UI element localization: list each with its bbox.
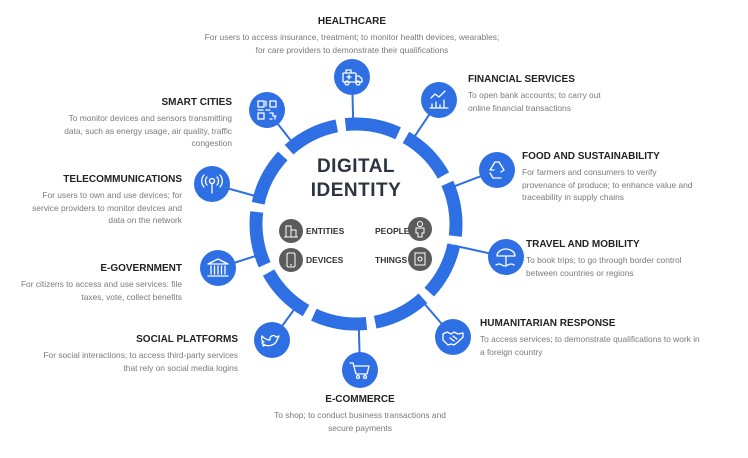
description-line: for care providers to demonstrate their … xyxy=(255,44,449,55)
beach-umbrella-icon xyxy=(488,239,524,275)
description-line: To book trips; to go through border cont… xyxy=(526,255,682,265)
sector-description: To access services; to demonstrate quali… xyxy=(480,333,700,358)
building-icon xyxy=(279,219,303,243)
sector-title: E-COMMERCE xyxy=(325,394,395,405)
entity-label-devices: DEVICES xyxy=(306,255,344,265)
entity-label-things: THINGS xyxy=(375,255,408,265)
bird-icon xyxy=(254,322,290,358)
entity-label-people: PEOPLE xyxy=(375,226,410,236)
center-title: DIGITAL IDENTITY xyxy=(311,155,402,203)
description-line: taxes, vote, collect benefits xyxy=(81,291,182,302)
sector-description: To shop; to conduct business transaction… xyxy=(274,409,446,434)
sector-title: HEALTHCARE xyxy=(317,16,387,27)
sector-description: For citizens to access and use services:… xyxy=(21,278,182,303)
description-line: For users to own and use devices; for xyxy=(42,190,182,200)
sector-healthcare: HEALTHCARE For users to access insurance,… xyxy=(205,16,500,56)
sector-description: To monitor devices and sensors transmitt… xyxy=(64,112,232,150)
chart-icon xyxy=(421,82,457,118)
sector-title: FINANCIAL SERVICES xyxy=(468,74,575,85)
description-line: data on the network xyxy=(108,215,182,226)
description-line: For social interactions; to access third… xyxy=(43,350,238,360)
shopping-cart-icon xyxy=(342,352,378,388)
description-line: traceability in supply chains xyxy=(522,192,624,203)
description-line: secure payments xyxy=(328,422,392,433)
sector-description: For users to own and use devices; for ser… xyxy=(32,189,182,227)
person-icon xyxy=(408,217,432,241)
description-line: data, such as energy usage, air quality,… xyxy=(64,125,232,136)
description-line: congestion xyxy=(191,138,232,149)
antenna-icon xyxy=(194,166,230,202)
description-line: For farmers and consumers to verify xyxy=(522,167,657,177)
sector-description: For farmers and consumers to verify prove… xyxy=(522,166,692,204)
description-line: service providers to monitor devices and xyxy=(32,202,182,213)
recycle-icon xyxy=(479,152,515,188)
description-line: that rely on social media logins xyxy=(123,362,238,373)
entity-label-entities: ENTITIES xyxy=(306,226,345,236)
smartphone-icon xyxy=(279,248,303,272)
description-line: To monitor devices and sensors transmitt… xyxy=(68,113,232,123)
sector-title: HUMANITARIAN RESPONSE xyxy=(480,318,616,329)
description-line: To open bank accounts; to carry out xyxy=(468,90,601,100)
sector-e-commerce: E-COMMERCE To shop; to conduct business t… xyxy=(274,394,446,434)
sector-smart-cities: SMART CITIES To monitor devices and senso… xyxy=(64,97,232,150)
description-line: a foreign country xyxy=(480,346,543,357)
qr-code-icon xyxy=(249,92,285,128)
sector-social-platforms: SOCIAL PLATFORMS For social interactions;… xyxy=(43,334,238,374)
sector-description: For users to access insurance, treatment… xyxy=(205,31,500,56)
sector-description: For social interactions; to access third… xyxy=(43,349,238,374)
sector-telecommunications: TELECOMMUNICATIONS For users to own and u… xyxy=(32,174,182,227)
description-line: To shop; to conduct business transaction… xyxy=(274,410,446,420)
description-line: To access services; to demonstrate quali… xyxy=(480,334,700,344)
description-line: online financial transactions xyxy=(468,102,571,113)
chip-icon xyxy=(408,247,432,271)
sector-financial-services: FINANCIAL SERVICES To open bank accounts;… xyxy=(468,74,601,114)
center-title-line2: IDENTITY xyxy=(310,180,402,201)
description-line: For citizens to access and use services:… xyxy=(20,279,182,289)
description-line: For users to access insurance, treatment… xyxy=(204,32,500,42)
sector-food-and-sustainability: FOOD AND SUSTAINABILITY For farmers and c… xyxy=(522,151,692,204)
sector-title: FOOD AND SUSTAINABILITY xyxy=(522,151,660,162)
government-building-icon xyxy=(200,250,236,286)
center-title-line1: DIGITAL xyxy=(316,156,396,177)
sector-title: TELECOMMUNICATIONS xyxy=(63,174,182,185)
identity-ring xyxy=(249,117,463,331)
sector-title: E-GOVERNMENT xyxy=(100,263,182,274)
sector-title: SOCIAL PLATFORMS xyxy=(136,334,238,345)
description-line: between countries or regions xyxy=(526,267,634,278)
sector-travel-and-mobility: TRAVEL AND MOBILITY To book trips; to go … xyxy=(526,239,682,279)
sector-humanitarian-response: HUMANITARIAN RESPONSE To access services;… xyxy=(480,318,700,358)
sector-title: SMART CITIES xyxy=(161,97,232,108)
ambulance-icon xyxy=(334,59,370,95)
sector-title: TRAVEL AND MOBILITY xyxy=(526,239,640,250)
sector-description: To open bank accounts; to carry out onlin… xyxy=(468,89,601,114)
handshake-icon xyxy=(435,319,471,355)
sector-description: To book trips; to go through border cont… xyxy=(526,254,682,279)
sector-e-government: E-GOVERNMENT For citizens to access and u… xyxy=(21,263,182,303)
description-line: provenance of produce; to enhance value … xyxy=(522,179,693,190)
